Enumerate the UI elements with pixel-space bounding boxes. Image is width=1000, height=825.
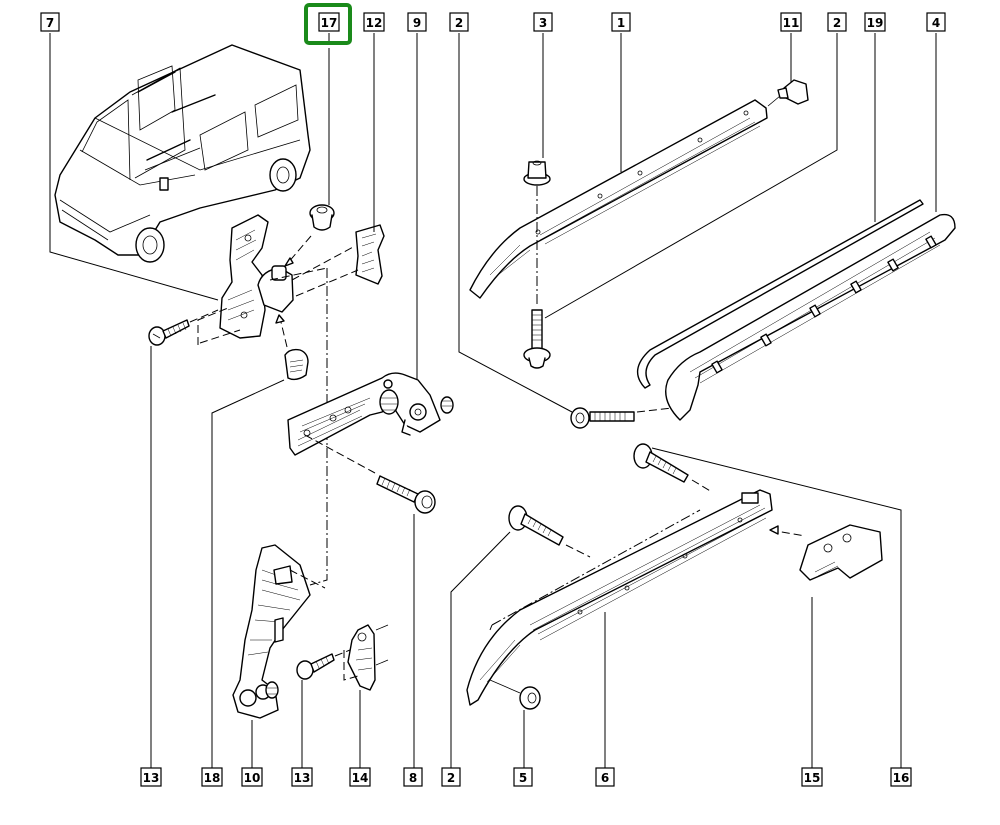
callout-16[interactable]: 16 bbox=[890, 767, 912, 787]
callout-17[interactable]: 17 bbox=[318, 12, 340, 32]
part-19-trim-strip[interactable] bbox=[637, 199, 924, 389]
callout-18[interactable]: 18 bbox=[201, 767, 223, 787]
callout-label: 15 bbox=[804, 771, 821, 785]
callout-label: 13 bbox=[294, 771, 311, 785]
callout-label: 1 bbox=[617, 16, 625, 30]
part-11-end-stop[interactable] bbox=[767, 79, 809, 107]
callout-13-right[interactable]: 13 bbox=[291, 767, 313, 787]
part-4-middle-guide-rail[interactable] bbox=[636, 213, 956, 421]
roller bbox=[379, 379, 399, 415]
callout-label: 2 bbox=[833, 16, 841, 30]
part-7-upper-roller-carriage[interactable] bbox=[197, 214, 294, 345]
callout-label: 3 bbox=[539, 16, 547, 30]
callout-13-left[interactable]: 13 bbox=[140, 767, 162, 787]
callout-label: 17 bbox=[321, 16, 338, 30]
part-14-striker-plate[interactable] bbox=[343, 624, 389, 691]
callout-11[interactable]: 11 bbox=[780, 12, 802, 32]
part-5-nut[interactable] bbox=[489, 679, 541, 710]
callout-12[interactable]: 12 bbox=[363, 12, 385, 32]
part-17-roller-cap[interactable] bbox=[284, 204, 335, 267]
callout-label: 14 bbox=[352, 771, 369, 785]
part-2-bolt-upper[interactable] bbox=[523, 309, 551, 369]
callout-label: 11 bbox=[783, 16, 800, 30]
callout-label: 8 bbox=[409, 771, 417, 785]
callouts-top: 7 17 12 9 2 3 1 11 2 19 4 bbox=[40, 12, 946, 32]
leader-lines bbox=[49, 33, 937, 768]
callout-1[interactable]: 1 bbox=[611, 12, 631, 32]
callout-label: 16 bbox=[893, 771, 910, 785]
callout-9[interactable]: 9 bbox=[407, 12, 427, 32]
callout-15[interactable]: 15 bbox=[801, 767, 823, 787]
callout-6[interactable]: 6 bbox=[595, 767, 615, 787]
callout-2-top-left[interactable]: 2 bbox=[449, 12, 469, 32]
part-10-lower-roller-carriage[interactable] bbox=[232, 544, 326, 719]
callout-5[interactable]: 5 bbox=[513, 767, 533, 787]
callout-label: 13 bbox=[143, 771, 160, 785]
callout-2-top-right[interactable]: 2 bbox=[827, 12, 847, 32]
callout-19[interactable]: 19 bbox=[864, 12, 886, 32]
part-13-screw-lower[interactable] bbox=[296, 649, 351, 680]
callout-14[interactable]: 14 bbox=[349, 767, 371, 787]
callout-10[interactable]: 10 bbox=[241, 767, 263, 787]
callout-label: 4 bbox=[932, 16, 940, 30]
part-6-lower-guide-rail[interactable] bbox=[466, 489, 773, 706]
callout-label: 19 bbox=[867, 16, 884, 30]
selected-callout-highlight bbox=[304, 3, 352, 45]
callout-label: 2 bbox=[447, 771, 455, 785]
alignment-line bbox=[269, 267, 328, 281]
callout-7[interactable]: 7 bbox=[40, 12, 60, 32]
callout-label: 18 bbox=[204, 771, 221, 785]
part-2-bolt-lower[interactable] bbox=[508, 505, 591, 558]
callout-label: 5 bbox=[519, 771, 527, 785]
callout-4[interactable]: 4 bbox=[926, 12, 946, 32]
part-12-buffer-pad[interactable] bbox=[291, 224, 385, 297]
callout-label: 12 bbox=[366, 16, 383, 30]
callout-8[interactable]: 8 bbox=[403, 767, 423, 787]
part-1-upper-guide-rail[interactable] bbox=[469, 99, 768, 305]
callout-label: 6 bbox=[601, 771, 609, 785]
rail-fasteners bbox=[711, 235, 937, 374]
part-9-middle-roller-carriage[interactable] bbox=[287, 372, 454, 456]
part-3-nut[interactable] bbox=[523, 160, 551, 186]
part-16-bolt[interactable] bbox=[633, 443, 713, 493]
callout-label: 7 bbox=[46, 16, 54, 30]
roller bbox=[409, 396, 454, 421]
part-2-screw-middle[interactable] bbox=[570, 407, 635, 429]
alignment-line bbox=[309, 268, 328, 586]
part-8-screw[interactable] bbox=[304, 434, 436, 514]
callout-label: 9 bbox=[413, 16, 421, 30]
part-13-screw-upper[interactable] bbox=[148, 309, 219, 346]
van-illustration bbox=[54, 44, 311, 263]
part-15-rail-end-bracket[interactable] bbox=[769, 524, 883, 581]
callout-label: 2 bbox=[455, 16, 463, 30]
part-18-rubber-stop[interactable] bbox=[275, 314, 309, 381]
callout-3[interactable]: 3 bbox=[533, 12, 553, 32]
callouts-bottom: 13 18 10 13 14 8 2 5 6 15 16 bbox=[140, 767, 912, 787]
callout-2-bottom[interactable]: 2 bbox=[441, 767, 461, 787]
callout-label: 10 bbox=[244, 771, 261, 785]
